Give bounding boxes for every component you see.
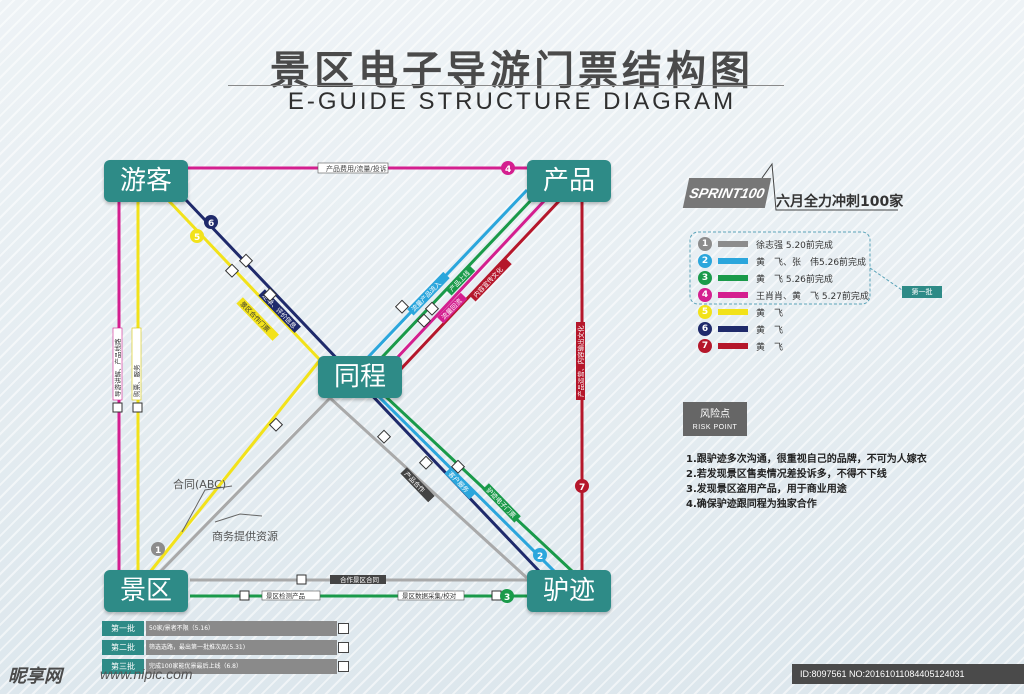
risk-item: 2.若发现景区售卖情况差投诉多，不得不下线 [686,469,887,480]
node-tourist: 游客 [104,160,188,202]
svg-text:7: 7 [579,483,585,493]
legend-text: 黄 飞 [756,343,784,353]
edge-product-tongcheng-magenta [393,198,547,362]
svg-text:购票、服务: 购票、服务 [132,364,141,397]
risk-title: 风险点 [700,409,730,420]
footer-id: ID:8097561 NO:20161011084405124031 [792,664,1024,684]
legend-number-badge: 6 [698,322,712,336]
svg-text:驴迹电子门票: 驴迹电子门票 [484,485,518,520]
marker-4: 4 [501,161,515,175]
svg-text:景区数据采集/校对: 景区数据采集/校对 [402,591,457,600]
edge-label-tourist-scenic-magenta: 导游讲解、产品线路 [112,327,123,401]
legend-connector [869,267,903,291]
legend-number-badge: 7 [698,339,712,353]
svg-text:内容宣传文化: 内容宣传文化 [471,265,505,300]
svg-text:5: 5 [194,233,200,243]
legend-text: 黄 飞 5.26前完成 [756,275,833,285]
sprint-text: 六月全力冲刺100家 [776,194,904,210]
edge-label-scenic-lvji-gray: 合作景区合同 [330,575,386,584]
edge-label-scenic-lvji-green2: 景区数据采集/校对 [397,590,465,601]
svg-text:2: 2 [537,552,543,562]
svg-text:产品费用/流量/投诉: 产品费用/流量/投诉 [326,164,387,173]
legend-color-bar [718,309,748,315]
legend-batch-tag: 第一批 [902,286,942,298]
edge-tongcheng-scenic-yellow [148,359,322,573]
svg-text:4: 4 [505,165,511,175]
node-tongcheng: 同程 [318,356,402,398]
legend-number-badge: 2 [698,254,712,268]
legend-color-bar [718,241,748,247]
marker-2: 2 [533,548,547,562]
marker-5: 5 [190,229,204,243]
risk-item: 3.发现景区盗用产品，用于商业用途 [686,484,847,495]
risk-box: 风险点 RISK POINT [683,402,747,436]
marker-1: 1 [151,542,165,556]
legend-frame [689,231,871,305]
legend-text: 黄 飞 [756,309,784,319]
edge-label-scenic-lvji-green1: 景区检测产品 [261,590,321,601]
legend-color-bar [718,343,748,349]
edge-tongcheng-lvji-gray [328,396,529,580]
edge-label-tongcheng-lvji-navy: 产品合作 [400,467,435,503]
batch-label: 第三批 [102,659,144,674]
edge-tourist-tongcheng-yellow [166,198,322,362]
footer-logo: 昵享网 [8,666,62,687]
node-lvji: 驴迹 [527,570,611,612]
edge-label-tourist-product: 产品费用/流量/投诉 [317,162,389,174]
batch-checkbox[interactable] [338,642,349,653]
legend-color-bar [718,258,748,264]
risk-item: 4.确保驴迹跟同程为独家合作 [686,499,817,510]
title-divider [228,85,784,86]
edge-label-product-tongcheng-red: 内容宣传文化 [469,257,512,302]
batch-label: 第二批 [102,640,144,655]
batch-checkbox[interactable] [338,661,349,672]
sprint-tag: SPRINT100 [682,178,772,208]
page-title: 景区电子导游门票结构图 [270,48,754,94]
resource-label: 商务提供资源 [212,529,278,543]
batch-checkbox[interactable] [338,623,349,634]
marker-6: 6 [204,215,218,229]
risk-item: 1.跟驴迹多次沟通，很重视自己的品牌，不可为人嫁衣 [686,454,927,465]
svg-text:导游讲解、产品线路: 导游讲解、产品线路 [113,338,122,397]
svg-text:产品运营、内容输出文化: 产品运营、内容输出文化 [576,325,585,397]
svg-text:合作景区合同: 合作景区合同 [340,575,379,584]
batch-desc: 筛选选路，最出第一批推次品(5.31) [146,640,337,655]
edge-scenic-tongcheng-gray [158,396,332,574]
svg-text:6: 6 [208,219,214,229]
marker-7: 7 [575,479,589,493]
batch-desc: 完成100家能优景最后上线（6.8） [146,659,337,674]
edge-label-product-lvji: 产品运营、内容输出文化 [576,322,585,400]
legend-text: 王肖肖、黄 飞 5.27前完成 [756,292,869,302]
legend-text: 黄 飞 [756,326,784,336]
footer-url[interactable]: www.nipic.com [100,666,193,682]
node-scenic: 景区 [104,570,188,612]
batch-desc: 50家/景者不限（5.16） [146,621,337,636]
sprint-connector [761,162,898,211]
legend-color-bar [718,326,748,332]
legend-text: 徐志强 5.20前完成 [756,241,833,251]
legend-number-badge: 5 [698,305,712,319]
page-subtitle: E-GUIDE STRUCTURE DIAGRAM [287,88,737,115]
legend-text: 黄 飞、张 伟5.26前完成 [756,258,867,268]
resource-connector [214,513,263,523]
contract-connector [181,485,233,533]
node-product: 产品 [527,160,611,202]
svg-text:景区检测产品: 景区检测产品 [266,591,305,600]
legend-number-badge: 1 [698,237,712,251]
legend-number-badge: 3 [698,271,712,285]
legend-number-badge: 4 [698,288,712,302]
marker-3: 3 [500,589,514,603]
connector-squares [112,253,502,601]
batch-label: 第一批 [102,621,144,636]
svg-text:3: 3 [504,593,510,603]
svg-text:1: 1 [155,546,161,556]
legend-color-bar [718,275,748,281]
legend-color-bar [718,292,748,298]
contract-label: 合同(ABC) [173,477,226,491]
risk-subtitle: RISK POINT [692,424,738,431]
edge-label-tongcheng-lvji-blue: 客户服务 [444,467,476,500]
edge-label-tourist-scenic-yellow: 购票、服务 [131,327,142,401]
edge-tongcheng-lvji-green [366,378,575,574]
